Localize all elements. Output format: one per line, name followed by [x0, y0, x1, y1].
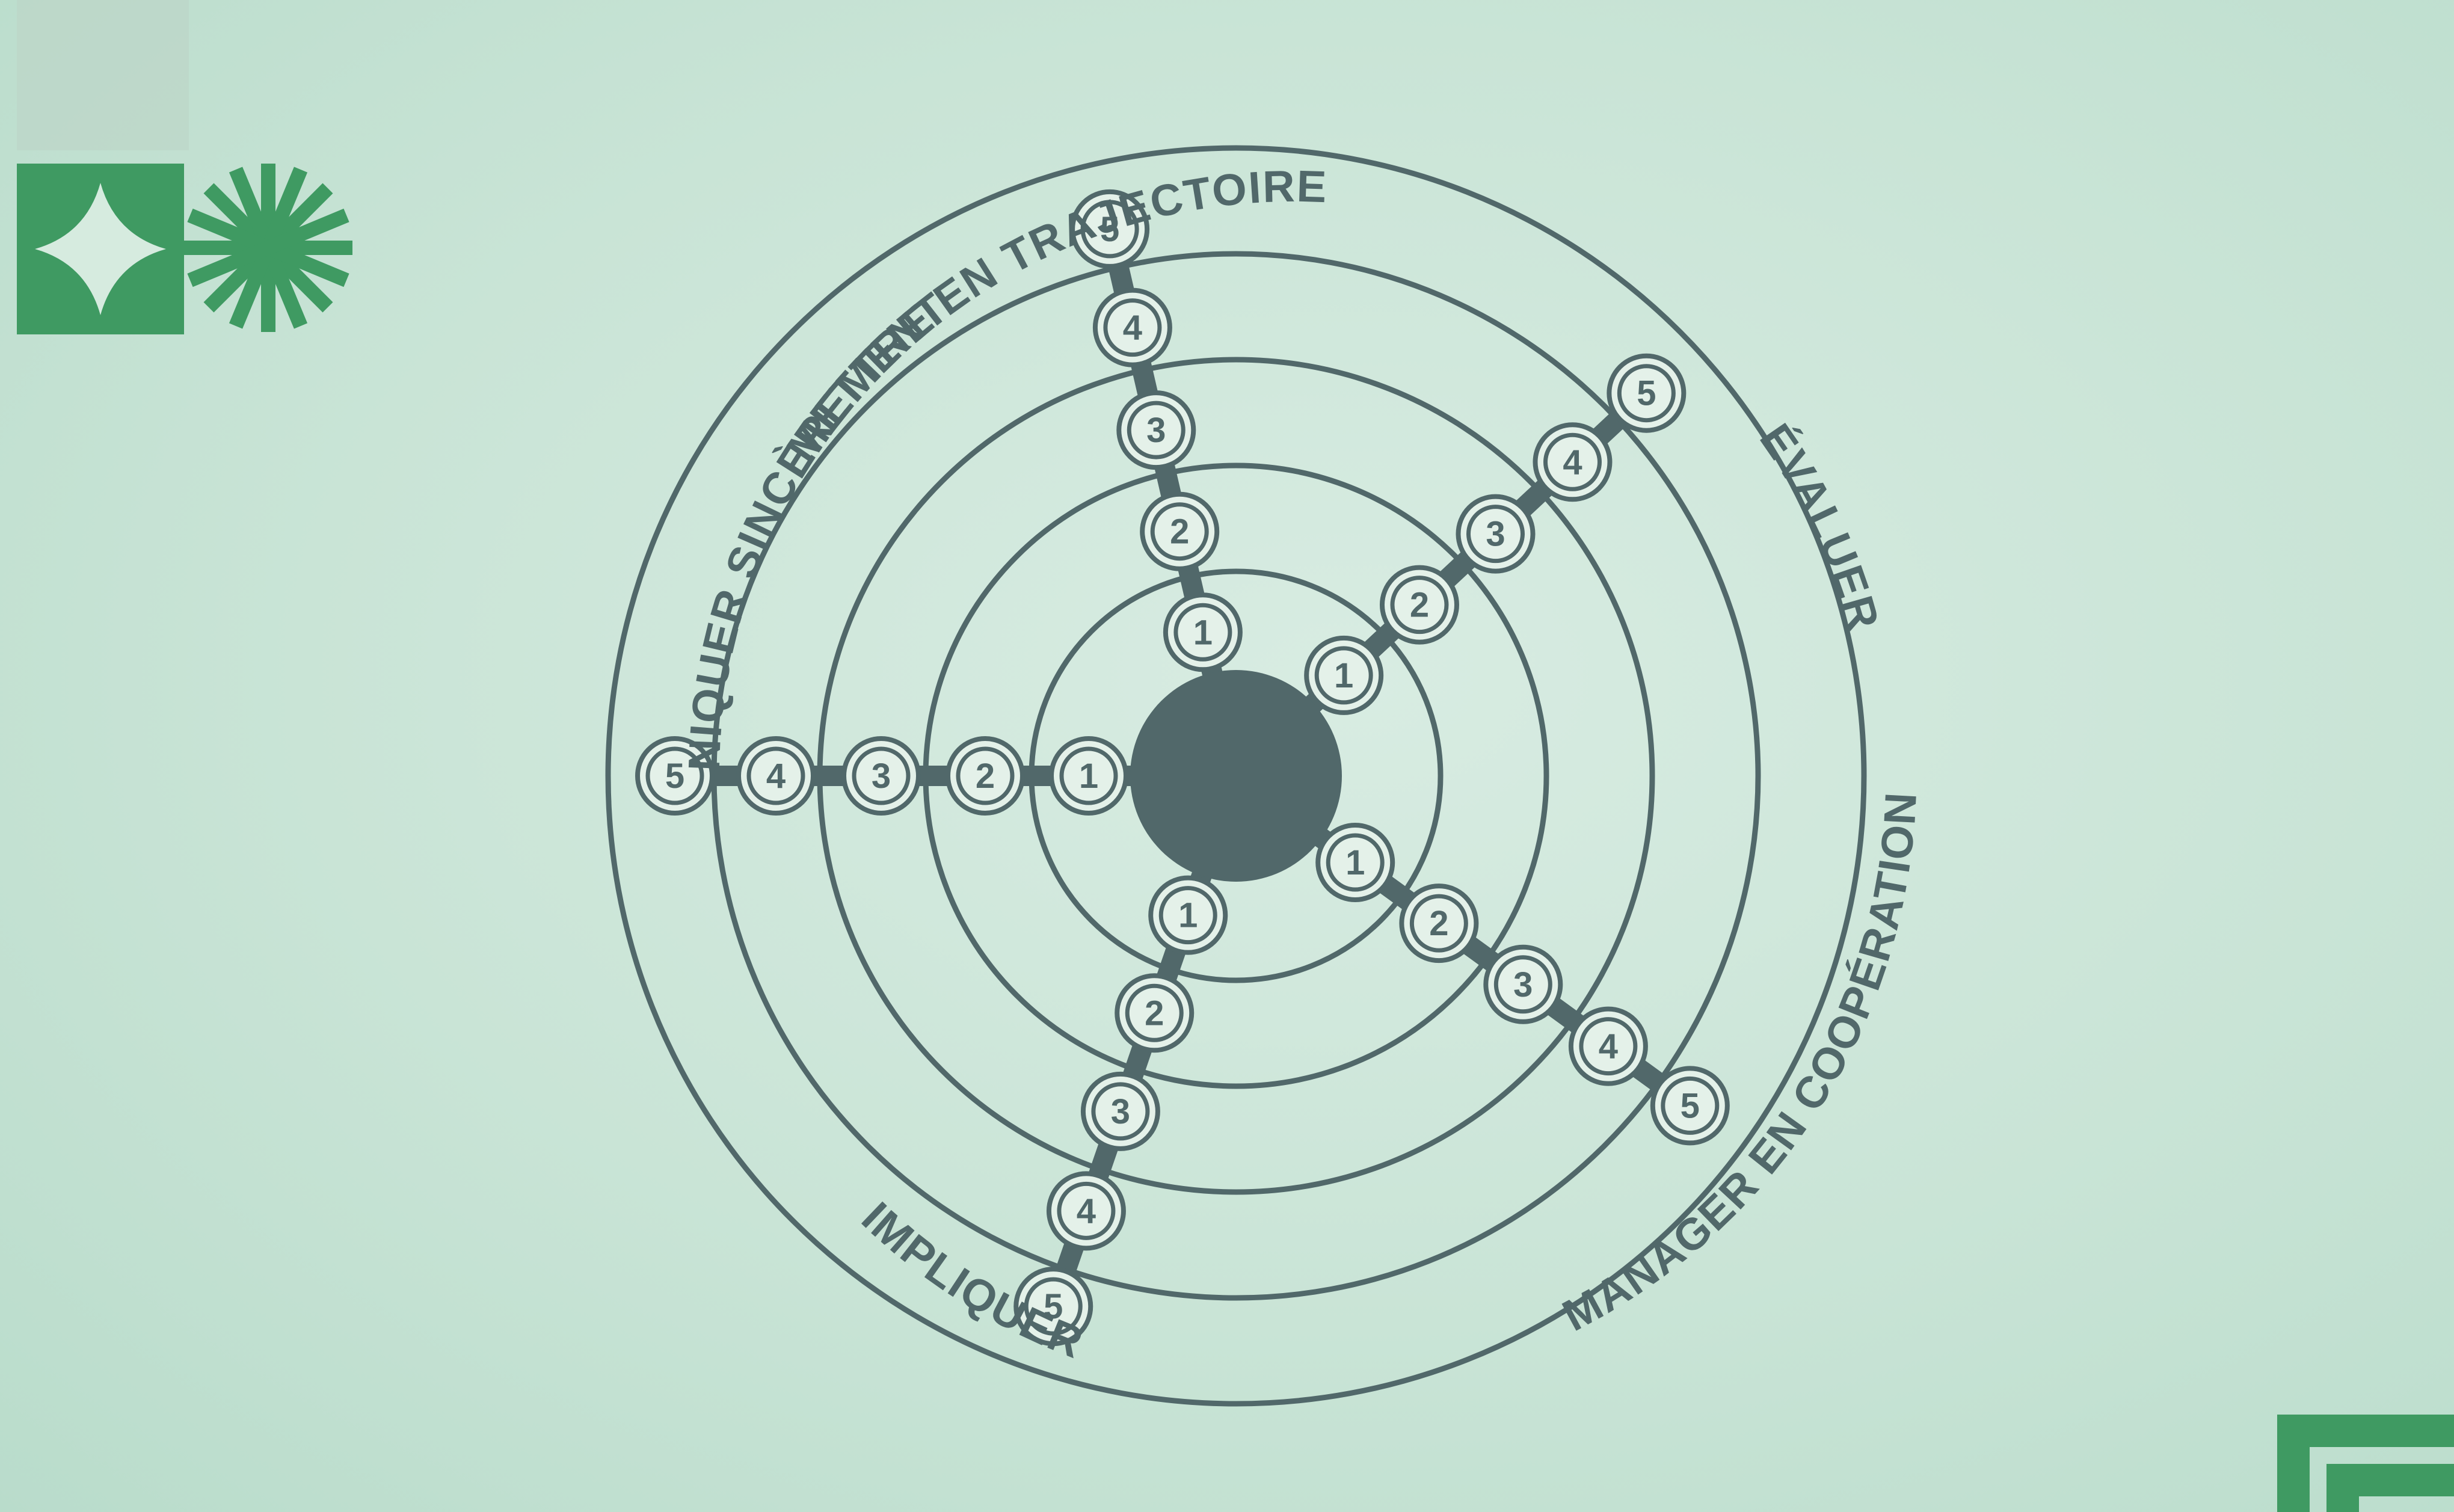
asterisk-burst-icon	[184, 164, 352, 332]
axis-manager-en-cooperation: 1 2 3 4 5	[1303, 820, 1730, 1146]
corner-bracket-decoration	[2277, 1415, 2454, 1512]
level-node-label: 5	[1681, 1086, 1700, 1125]
axis-spokes: 1 2 3 4 5 1 2 3 4 5 1 2 3 4 5 1 2 3 4 5 1 2 3 4 5	[635, 189, 1730, 1347]
level-node-inner-ring	[1150, 502, 1209, 561]
level-node-label: 2	[976, 757, 995, 796]
level-node-manager-en-cooperation-2: 2	[1399, 884, 1479, 963]
level-ring-5	[605, 145, 1867, 1407]
level-node-inner-ring	[956, 746, 1015, 805]
axis-label-mettre-en-trajectoire: METTRE EN TRAJECTOIRE	[776, 161, 1328, 472]
level-node-label: 5	[1100, 210, 1119, 249]
level-node-label: 2	[1429, 904, 1448, 943]
level-node-label: 4	[1599, 1027, 1618, 1066]
level-node-inner-ring	[1390, 576, 1449, 635]
level-node-inner-ring	[1326, 833, 1385, 892]
level-node-inner-ring	[1466, 505, 1525, 564]
level-node-manager-en-cooperation-4: 4	[1568, 1006, 1648, 1086]
level-node-manager-en-cooperation-1: 1	[1315, 823, 1395, 903]
level-node-mettre-en-trajectoire-2: 2	[1140, 491, 1220, 571]
level-node-evaluer-4: 4	[1533, 422, 1613, 502]
axis-mettre-en-trajectoire: 1 2 3 4 5	[1070, 189, 1243, 690]
level-node-impliquer-1: 1	[1148, 875, 1228, 955]
level-node-label: 3	[872, 757, 891, 796]
brand-logo	[17, 0, 189, 334]
level-node-label: 1	[1079, 757, 1098, 796]
level-node-communiquer-sincerement-5: 5	[635, 736, 715, 816]
level-node-label: 4	[1123, 309, 1142, 348]
level-node-inner-ring	[1057, 1181, 1116, 1240]
level-node-communiquer-sincerement-1: 1	[1049, 736, 1128, 816]
level-node-inner-ring	[1173, 603, 1232, 662]
level-node-evaluer-2: 2	[1379, 565, 1459, 645]
level-node-inner-ring	[1314, 646, 1373, 705]
level-node-impliquer-4: 4	[1046, 1171, 1126, 1251]
level-node-communiquer-sincerement-2: 2	[946, 736, 1025, 816]
level-node-inner-ring	[1579, 1017, 1638, 1076]
axis-evaluer: 1 2 3 4 5	[1295, 353, 1687, 722]
level-node-impliquer-2: 2	[1115, 973, 1195, 1053]
level-node-inner-ring	[1127, 401, 1185, 459]
level-node-communiquer-sincerement-4: 4	[736, 736, 816, 816]
level-node-label: 3	[1513, 965, 1533, 1004]
level-node-label: 1	[1345, 843, 1365, 882]
level-node-inner-ring	[852, 746, 911, 805]
level-node-label: 4	[766, 757, 786, 796]
level-node-inner-ring	[1493, 955, 1552, 1014]
level-node-label: 1	[1334, 656, 1353, 695]
level-node-label: 2	[1170, 512, 1189, 552]
level-node-inner-ring	[645, 746, 704, 805]
level-node-inner-ring	[1409, 894, 1468, 953]
level-node-evaluer-5: 5	[1607, 353, 1687, 433]
level-node-inner-ring	[1125, 983, 1184, 1042]
level-node-inner-ring	[1617, 364, 1676, 423]
level-node-label: 5	[1637, 374, 1656, 413]
level-node-manager-en-cooperation-5: 5	[1650, 1066, 1730, 1146]
level-node-label: 3	[1111, 1092, 1130, 1131]
axis-communiquer-sincerement: 1 2 3 4 5	[635, 736, 1146, 816]
level-node-inner-ring	[1024, 1277, 1083, 1336]
four-point-star-icon	[35, 183, 166, 315]
level-node-evaluer-1: 1	[1304, 635, 1384, 715]
level-node-mettre-en-trajectoire-5: 5	[1070, 189, 1150, 269]
level-node-inner-ring	[1103, 298, 1162, 357]
level-node-label: 4	[1077, 1191, 1096, 1231]
level-node-label: 1	[1178, 896, 1198, 935]
axis-impliquer: 1 2 3 4 5	[1013, 858, 1228, 1347]
axis-label-evaluer: ÉVALUER	[1750, 415, 1889, 636]
level-node-label: 5	[665, 757, 684, 796]
level-node-inner-ring	[1091, 1082, 1150, 1141]
level-node-impliquer-5: 5	[1013, 1267, 1093, 1347]
level-node-label: 3	[1146, 411, 1166, 450]
level-node-mettre-en-trajectoire-3: 3	[1116, 390, 1196, 470]
level-node-impliquer-3: 3	[1080, 1071, 1160, 1151]
level-node-inner-ring	[1661, 1076, 1720, 1135]
center-hub	[1130, 670, 1342, 882]
level-node-label: 5	[1044, 1287, 1063, 1326]
level-node-manager-en-cooperation-3: 3	[1483, 944, 1563, 1024]
level-node-label: 4	[1563, 443, 1582, 482]
level-node-label: 2	[1145, 994, 1164, 1033]
level-node-evaluer-3: 3	[1456, 494, 1536, 574]
level-node-inner-ring	[1158, 886, 1217, 945]
level-node-label: 1	[1193, 613, 1213, 652]
level-node-inner-ring	[1059, 746, 1118, 805]
level-node-label: 3	[1486, 515, 1505, 554]
level-node-mettre-en-trajectoire-4: 4	[1092, 287, 1172, 367]
level-node-label: 2	[1410, 586, 1429, 625]
level-node-mettre-en-trajectoire-1: 1	[1163, 592, 1243, 672]
level-node-communiquer-sincerement-3: 3	[841, 736, 921, 816]
level-node-inner-ring	[1543, 432, 1602, 491]
level-node-inner-ring	[1080, 200, 1139, 259]
level-node-inner-ring	[746, 746, 805, 805]
